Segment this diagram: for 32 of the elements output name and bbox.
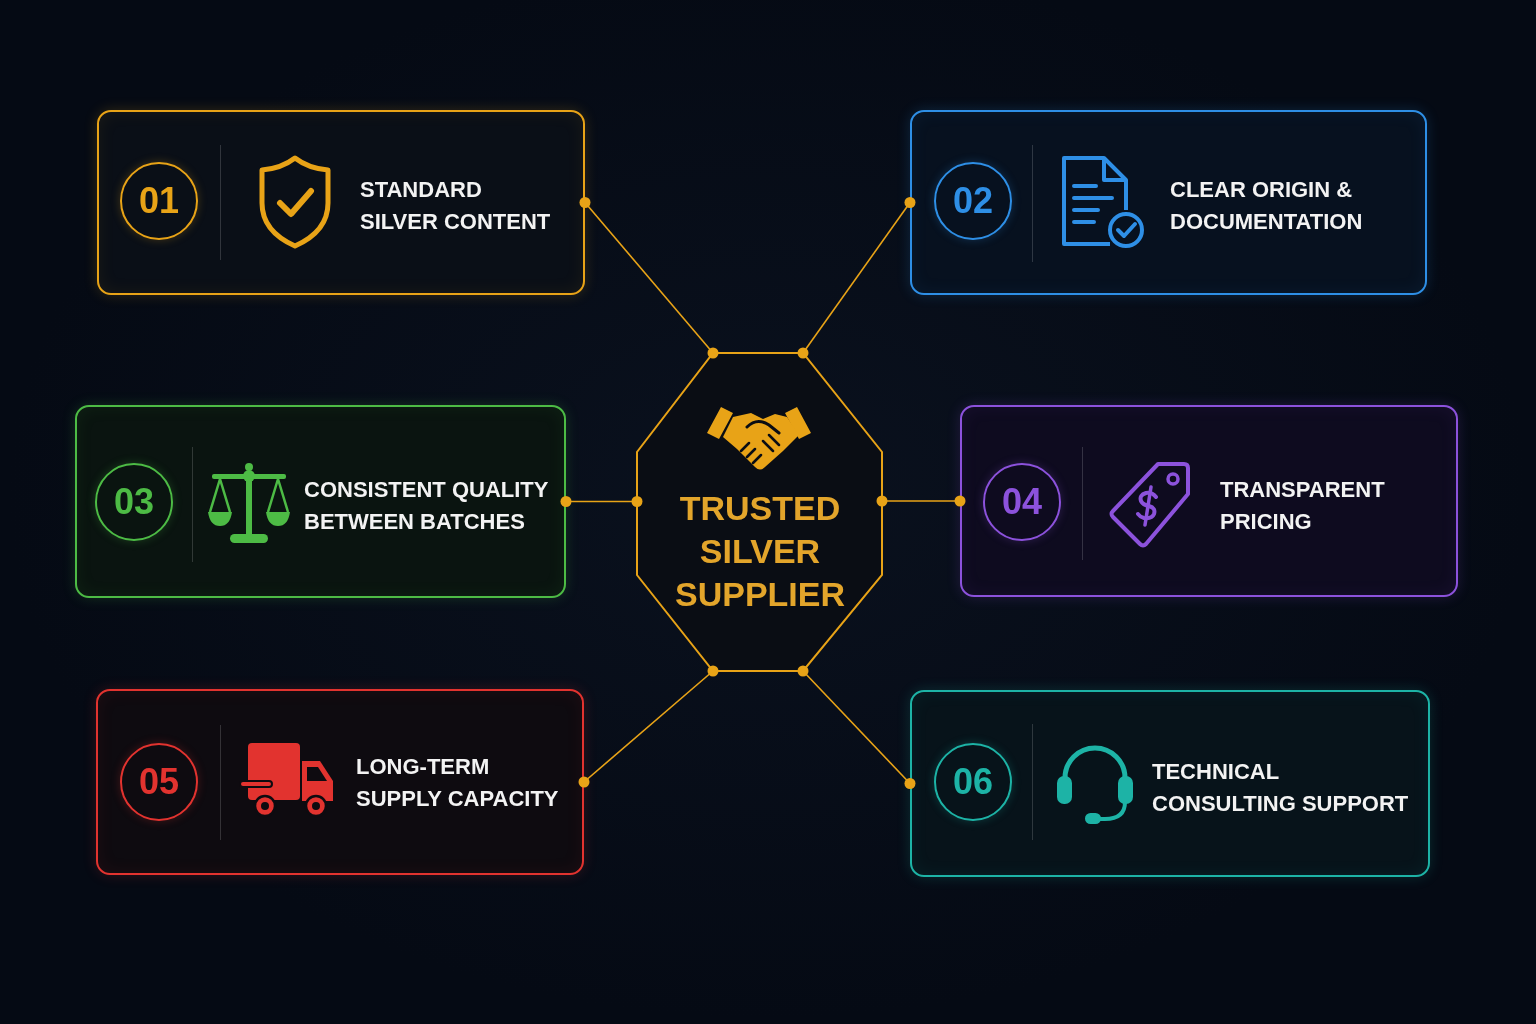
- feature-card: [97, 110, 585, 295]
- feature-card: [75, 405, 566, 598]
- connector-line: [578, 665, 719, 788]
- feature-card: [910, 110, 1427, 295]
- number-circle: [95, 463, 173, 541]
- feature-title: TECHNICAL CONSULTING SUPPORT: [1152, 758, 1410, 818]
- step-number: 05: [138, 764, 179, 800]
- connector-line: [797, 197, 916, 359]
- number-circle: [120, 162, 198, 240]
- connector-line: [797, 665, 916, 789]
- feature-card: [960, 405, 1458, 597]
- number-circle: [934, 743, 1012, 821]
- number-circle: [983, 463, 1061, 541]
- hub-title: TRUSTED SILVER SUPPLIER: [673, 487, 846, 615]
- feature-title: CLEAR ORIGIN & DOCUMENTATION: [1170, 176, 1364, 236]
- step-number: 03: [113, 484, 154, 520]
- feature-title: STANDARD SILVER CONTENT: [360, 176, 552, 236]
- feature-title: CONSISTENT QUALITY BETWEEN BATCHES: [304, 476, 550, 536]
- step-number: 02: [952, 183, 993, 219]
- octagon-hub: [637, 353, 882, 671]
- feature-card: [910, 690, 1430, 877]
- feature-card: [96, 689, 584, 875]
- connector-line: [560, 496, 643, 507]
- feature-title: TRANSPARENT PRICING: [1220, 476, 1386, 536]
- feature-title: LONG-TERM SUPPLY CAPACITY: [356, 753, 560, 813]
- step-number: 01: [138, 183, 179, 219]
- step-number: 04: [1001, 484, 1042, 520]
- step-number: 06: [952, 764, 993, 800]
- number-circle: [120, 743, 198, 821]
- connector-line: [579, 197, 719, 359]
- number-circle: [934, 162, 1012, 240]
- connector-line: [876, 495, 966, 507]
